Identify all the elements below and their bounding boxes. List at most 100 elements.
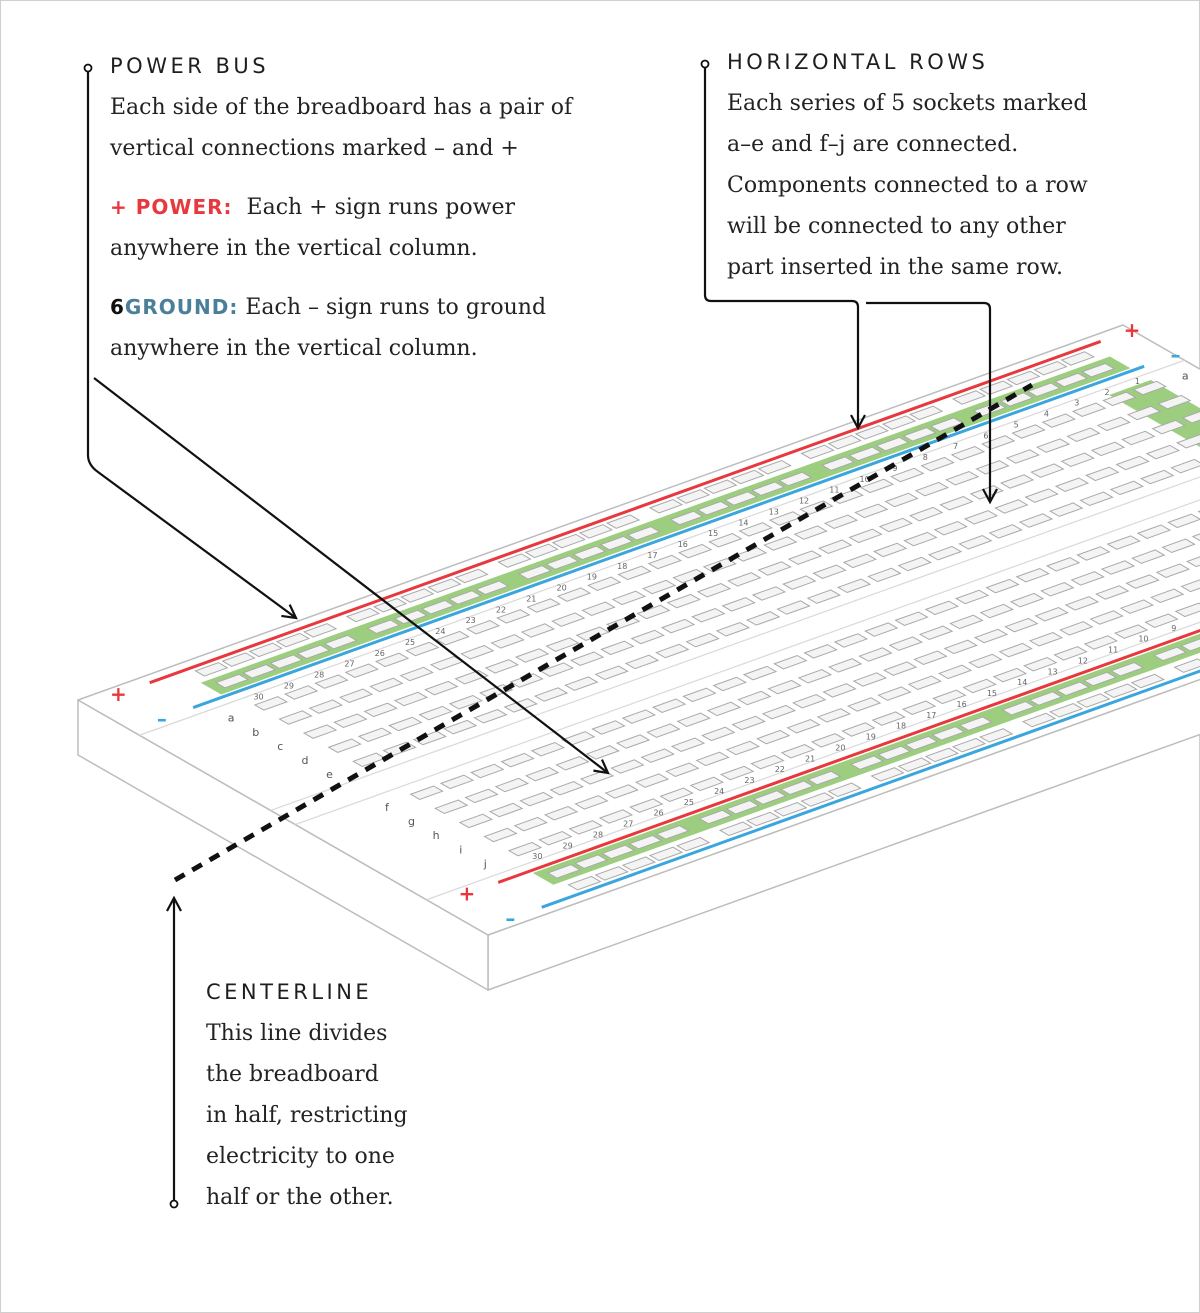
rail-socket (1081, 362, 1116, 378)
rail-socket (1180, 638, 1200, 652)
power-bus-line-1: Each side of the breadboard has a pair o… (110, 95, 573, 120)
column-number-label: 22 (775, 765, 785, 774)
grid-socket (872, 542, 908, 558)
column-number-label: 27 (344, 660, 354, 669)
grid-socket (998, 642, 1033, 658)
grid-socket (647, 554, 683, 570)
power-bus-arrow-top (281, 604, 298, 620)
grid-socket (470, 763, 505, 779)
power-bus-heading: POWER BUS (110, 54, 270, 78)
grid-socket (985, 578, 1020, 594)
grid-socket (746, 611, 781, 626)
grid-socket (773, 654, 808, 670)
grid-socket (363, 702, 398, 718)
horizontal-rows-arrow-top (850, 414, 866, 431)
grid-socket (1170, 458, 1200, 474)
rail-socket (648, 846, 684, 862)
rail-socket (605, 514, 641, 529)
grid-socket (882, 661, 918, 676)
centerline-line-3: in half, restricting (206, 1103, 408, 1128)
grid-socket (526, 598, 561, 613)
grid-socket (545, 637, 580, 652)
grid-socket (780, 743, 815, 759)
grid-socket (640, 748, 675, 763)
grid-socket (418, 705, 453, 721)
grid-socket (1109, 480, 1145, 496)
grid-socket (829, 489, 864, 505)
rail-socket (1049, 703, 1084, 718)
rail-socket (524, 543, 559, 559)
grid-socket (538, 830, 573, 846)
column-number-label: 22 (496, 605, 506, 614)
rail-socket (296, 644, 331, 660)
grid-socket (757, 561, 792, 576)
rail-socket (698, 809, 733, 825)
rail-socket (847, 446, 883, 462)
rail-socket (599, 535, 634, 551)
grid-socket (682, 687, 717, 703)
grid-socket (676, 712, 711, 728)
grid-socket (465, 620, 501, 635)
column-number-label: 10 (860, 475, 870, 484)
grid-socket (483, 827, 518, 843)
rail-socket (275, 632, 311, 648)
rail-socket (870, 767, 905, 782)
region-divider (139, 359, 1185, 736)
grid-socket (551, 612, 586, 627)
column-number-label: 24 (714, 787, 724, 796)
grid-socket (1071, 402, 1107, 418)
column-number-label: 9 (892, 464, 897, 473)
grid-socket (944, 470, 980, 486)
grid-socket (888, 636, 924, 651)
rail-socket (752, 790, 788, 805)
grid-socket (1095, 585, 1130, 600)
column-number-label: 15 (987, 689, 997, 698)
grid-socket (460, 644, 495, 660)
grid-socket (670, 737, 706, 753)
rail-socket (881, 415, 917, 430)
grid-socket (867, 567, 902, 583)
grid-socket (914, 481, 950, 497)
column-number-label: 7 (953, 442, 958, 451)
rail-socket (757, 459, 792, 475)
grid-socket (448, 694, 484, 710)
column-number-label: 23 (466, 616, 476, 625)
column-number-label: 11 (829, 486, 839, 495)
grid-socket (1059, 621, 1094, 636)
grid-socket (1005, 449, 1040, 464)
column-number-label: 28 (314, 671, 324, 680)
grid-socket (556, 587, 592, 602)
rail-socket (675, 489, 711, 504)
grid-socket (816, 708, 851, 723)
rail-socket (1028, 691, 1063, 706)
rail-socket (544, 555, 580, 570)
grid-socket (1132, 380, 1167, 396)
grid-socket (913, 650, 948, 666)
rail-sign-label: + (1124, 318, 1141, 342)
row-letter-label: g (408, 815, 415, 828)
power-bus-callout: POWER BUS Each side of the breadboard ha… (110, 54, 630, 369)
grid-socket (253, 696, 289, 711)
column-number-label: 2 (1105, 388, 1110, 397)
horizontal-rows-arrow-bottom (982, 488, 998, 505)
grid-socket (1004, 617, 1039, 633)
rows-line-2: a–e and f–j are connected. (727, 132, 1019, 157)
grid-socket (672, 568, 707, 584)
rail-socket (214, 673, 250, 689)
grid-socket (1090, 441, 1126, 457)
grid-socket (1191, 533, 1200, 542)
rail-socket (854, 425, 890, 440)
rows-line-5: part inserted in the same row. (727, 255, 1063, 280)
column-number-label: 25 (684, 798, 694, 807)
column-number-label: 13 (769, 507, 779, 516)
grid-socket (950, 446, 986, 461)
grid-socket (473, 709, 508, 724)
rows-line-1: Each series of 5 sockets marked (727, 91, 1088, 116)
rail-socket (621, 856, 657, 871)
grid-socket (621, 709, 656, 724)
grid-socket (327, 738, 362, 753)
grid-socket (543, 805, 579, 821)
rail-socket (551, 533, 586, 549)
grid-socket (1041, 413, 1076, 428)
grid-socket (999, 474, 1035, 489)
